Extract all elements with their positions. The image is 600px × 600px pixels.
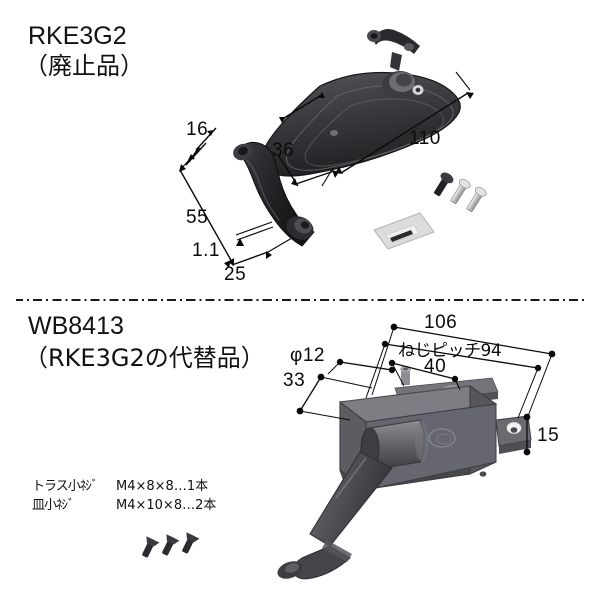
screw-type-truss: トラス小ﾈｼﾞ bbox=[32, 479, 98, 494]
spindle-boss bbox=[382, 71, 424, 99]
crank-arm bbox=[277, 451, 393, 580]
dimension-screw-pitch: ねじピッチ94 bbox=[398, 341, 502, 361]
screw-size-flat: M4×10×8 bbox=[116, 497, 183, 513]
screw-spec-row: 皿小ﾈｼﾞ M4×10×8…2本 bbox=[32, 497, 216, 516]
bottom-status-note: （RKE3G2の代替品） bbox=[24, 344, 265, 372]
screw-qty-truss: 1本 bbox=[186, 479, 209, 494]
screw-size-truss: M4×8×8 bbox=[116, 479, 174, 494]
screw-spec-row: トラス小ﾈｼﾞ M4×8×8…1本 bbox=[32, 478, 216, 497]
oval-cover-plate-group bbox=[261, 29, 461, 177]
screw-sep-truss: … bbox=[173, 479, 187, 494]
top-screw-set bbox=[434, 172, 487, 212]
top-product-code: RKE3G2 bbox=[28, 22, 127, 50]
section-divider bbox=[16, 299, 588, 301]
dimension-110: 110 bbox=[409, 128, 441, 149]
dimension-33: 33 bbox=[283, 370, 306, 391]
bottom-screw-set bbox=[142, 532, 200, 558]
bottom-product-code: WB8413 bbox=[28, 312, 124, 340]
dimension-phi-12: φ12 bbox=[290, 345, 325, 366]
dimension-36: 36 bbox=[272, 140, 295, 161]
lock-lever bbox=[367, 29, 420, 71]
spindle-cylinder bbox=[360, 419, 429, 471]
crank-handle-top bbox=[233, 141, 315, 247]
dimension-40: 40 bbox=[424, 356, 447, 377]
dimension-55: 55 bbox=[186, 207, 209, 228]
dimension-16: 16 bbox=[186, 119, 209, 140]
mounting-tab bbox=[495, 415, 532, 454]
screw-type-flat: 皿小ﾈｼﾞ bbox=[32, 497, 75, 513]
dimension-1-1: 1.1 bbox=[192, 240, 220, 261]
screw-qty-flat: 2本 bbox=[195, 497, 217, 513]
dimension-25: 25 bbox=[224, 264, 247, 285]
bottom-dimension-lines bbox=[296, 323, 556, 456]
operator-body-group bbox=[277, 366, 532, 580]
screw-sep-flat: … bbox=[182, 497, 196, 513]
top-status-note: （廃止品） bbox=[24, 52, 144, 80]
dimension-15: 15 bbox=[537, 425, 560, 446]
backing-plate bbox=[373, 212, 435, 250]
dimension-106: 106 bbox=[424, 312, 458, 333]
top-dimension-lines bbox=[179, 71, 474, 268]
